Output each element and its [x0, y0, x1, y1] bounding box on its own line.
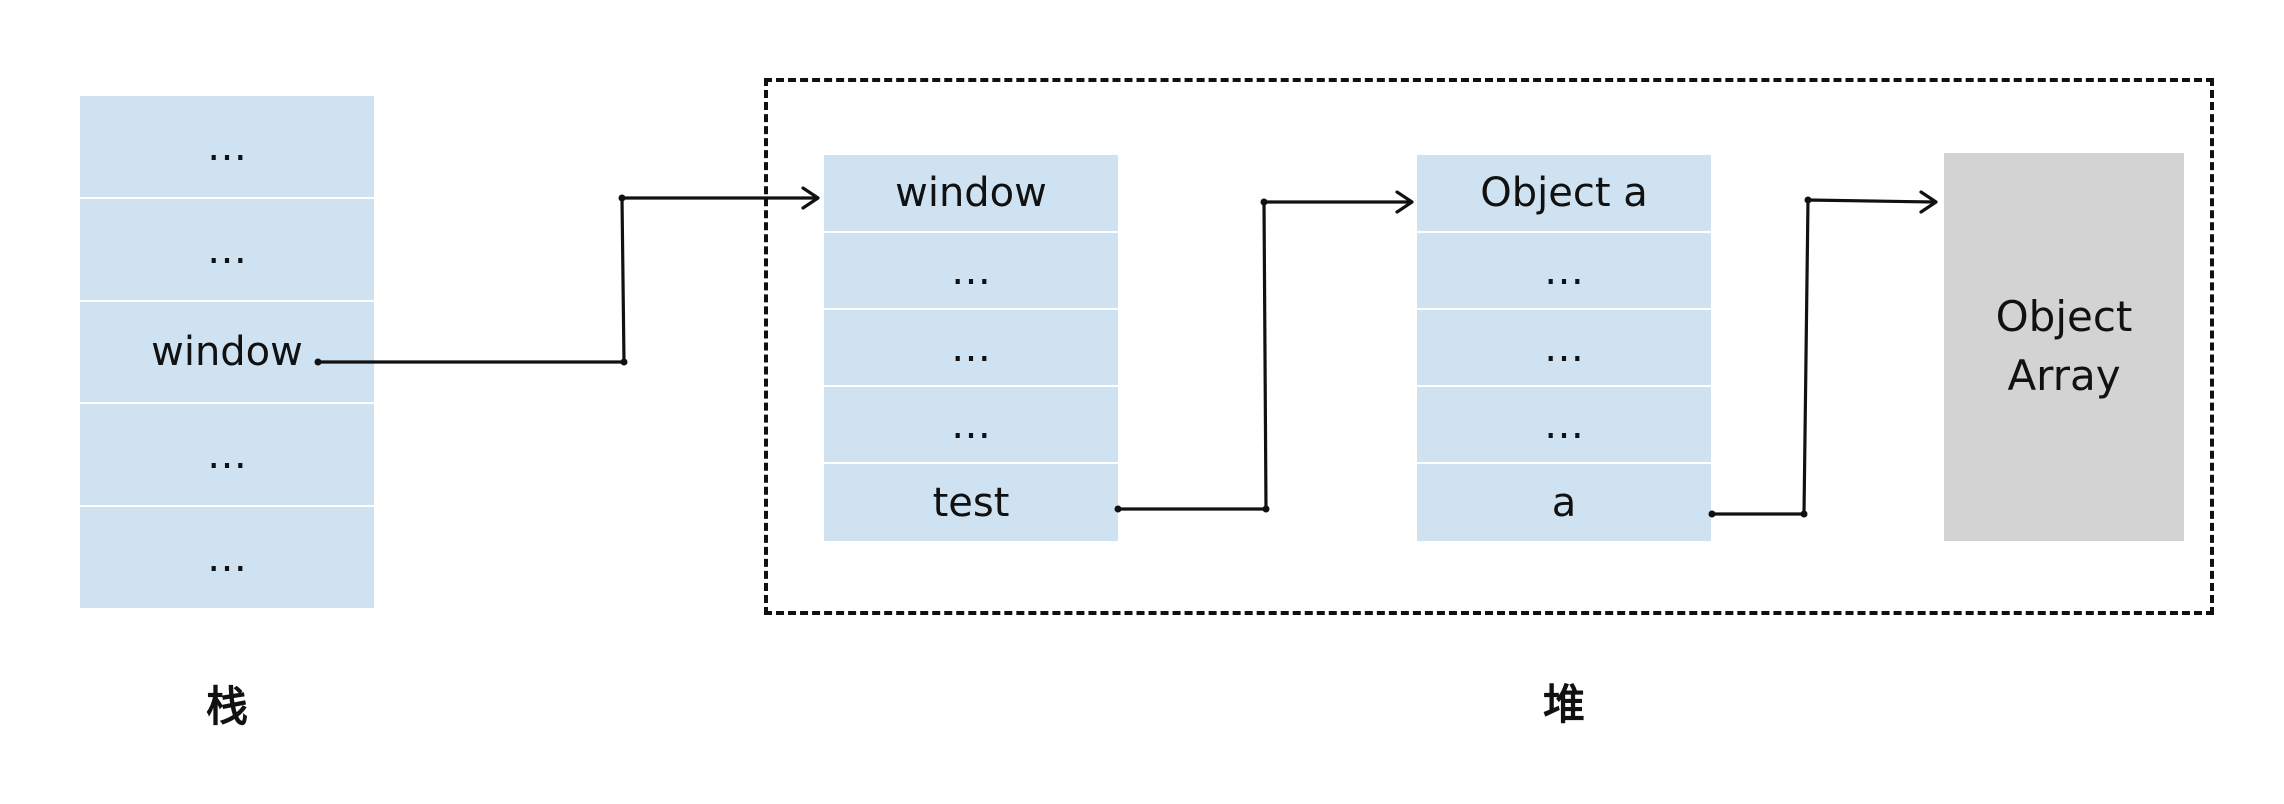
arrowhead-object-a [1395, 190, 1414, 214]
stack-column: … … window … … [80, 96, 374, 608]
arrowhead-object-array [1919, 190, 1938, 214]
heap-region-frame [764, 78, 2214, 615]
stack-cell-window: window [80, 302, 374, 402]
window-object-cell-2: … [824, 233, 1118, 308]
object-a-header: Object a [1417, 155, 1711, 231]
object-a-cell-2: … [1417, 233, 1711, 308]
stack-cell-1: … [80, 96, 374, 197]
window-object-cell-test: test [824, 464, 1118, 541]
window-object-header: window [824, 155, 1118, 231]
object-a-column: Object a … … … a [1417, 155, 1711, 541]
arrowhead-window [801, 186, 820, 210]
stack-cell-2: … [80, 199, 374, 300]
object-a-cell-a: a [1417, 464, 1711, 541]
stack-cell-5: … [80, 507, 374, 608]
object-array-box: Object Array [1944, 153, 2184, 541]
window-object-cell-3: … [824, 310, 1118, 385]
object-a-cell-4: … [1417, 387, 1711, 462]
arrow-stack-to-window [316, 196, 818, 364]
window-object-column: window … … … test [824, 155, 1118, 541]
heap-caption: 堆 [1542, 680, 1585, 729]
object-array-label-line2: Array [2007, 351, 2121, 400]
stack-caption: 栈 [205, 682, 248, 731]
window-object-cell-4: … [824, 387, 1118, 462]
object-array-label-line1: Object [1995, 292, 2133, 342]
arrow-test-to-object-a [1116, 200, 1412, 511]
object-a-cell-3: … [1417, 310, 1711, 385]
stack-cell-4: … [80, 404, 374, 505]
arrow-a-to-object-array [1710, 198, 1936, 516]
